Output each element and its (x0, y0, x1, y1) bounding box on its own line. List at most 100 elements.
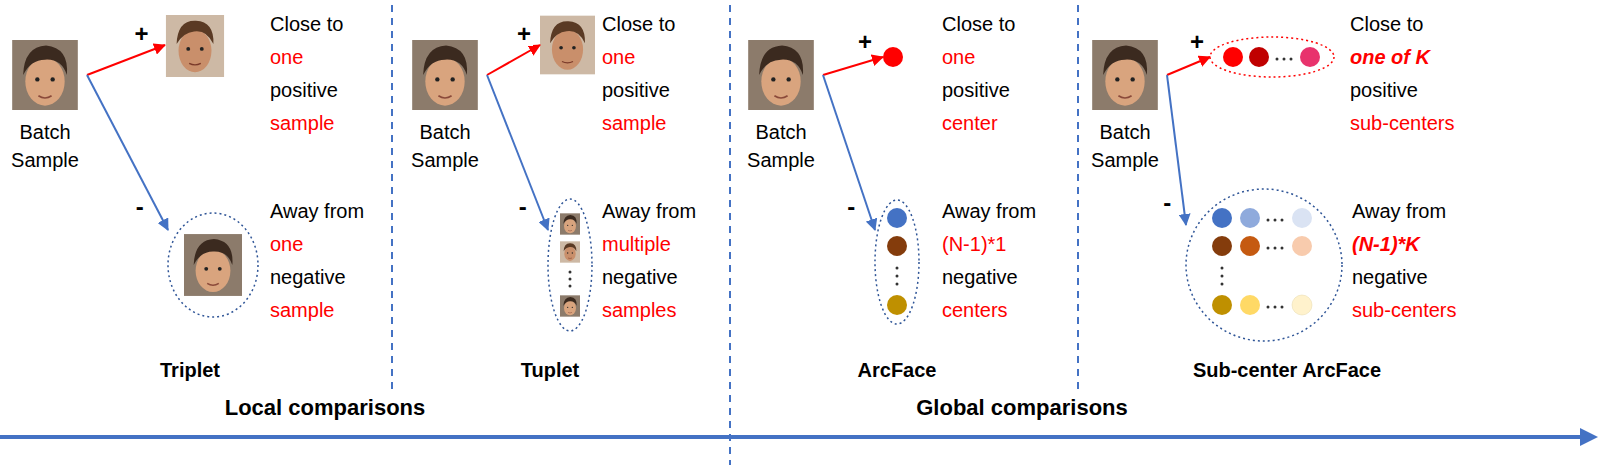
text-stack: Close toone of Kpositivesub-centers (1350, 8, 1455, 140)
sample-label: Batch Sample (1085, 118, 1165, 174)
description-line: Away from (602, 195, 696, 228)
positive-sub-center (1249, 47, 1269, 67)
negative-sub-center (1212, 208, 1232, 228)
ellipsis-dot (1267, 247, 1270, 250)
text-stack: Away from(N-1)*1negativecenters (942, 195, 1036, 327)
description-line: negative (1352, 261, 1457, 294)
negative-center (887, 236, 907, 256)
negative-sub-center (1292, 236, 1312, 256)
positive-sub-center (1223, 47, 1243, 67)
panel-title: Tuplet (521, 359, 580, 382)
description-line: Close to (1350, 8, 1455, 41)
text-stack: Batch Sample (741, 118, 821, 174)
panel-title: Sub-center ArcFace (1193, 359, 1381, 382)
positive-arrow (823, 57, 883, 75)
ellipsis-dot (569, 278, 572, 281)
description-line: sample (270, 294, 364, 327)
positive-arrow (1167, 57, 1210, 75)
description-line: Away from (270, 195, 364, 228)
negative-sub-center (1240, 208, 1260, 228)
negative-group-node: Away fromonenegativesample (168, 195, 367, 327)
axis-arrow (0, 435, 1582, 439)
description-line: sub-centers (1350, 107, 1455, 140)
description-line: negative (602, 261, 696, 294)
plus-sign: + (133, 22, 151, 46)
negative-arrow (87, 75, 168, 230)
ellipsis-dot (569, 271, 572, 274)
ellipsis-dot (896, 283, 899, 286)
negative-group (875, 200, 919, 324)
positive-arrow (487, 45, 540, 75)
batch-sample: Batch Sample (1085, 40, 1167, 174)
ellipsis-dot (1221, 275, 1224, 278)
positive-target: Close toonepositivecenter (883, 8, 1018, 140)
description-line: one (270, 41, 343, 74)
negative-sub-center (1292, 295, 1312, 315)
batch-sample: Batch Sample (741, 40, 823, 174)
panel-divider (729, 5, 731, 465)
text-stack: Away from(N-1)*Knegativesub-centers (1352, 195, 1457, 327)
axis-label: Local comparisons (225, 395, 426, 421)
negative-photo (560, 295, 580, 316)
description-line: positive (270, 74, 343, 107)
ellipsis-dot (1276, 58, 1279, 61)
plus-sign: + (1188, 30, 1206, 54)
description-line: (N-1)*K (1352, 228, 1457, 261)
negative-group-node: Away frommultiplenegativesamples (548, 195, 699, 331)
panel-title: Triplet (160, 359, 220, 382)
text-stack: Batch Sample (405, 118, 485, 174)
description-line: Away from (1352, 195, 1457, 228)
description-line: one (942, 41, 1015, 74)
negative-sub-center (1240, 236, 1260, 256)
text-stack: Batch Sample (5, 118, 85, 174)
positive-photo (540, 16, 595, 75)
description-line: Close to (602, 8, 675, 41)
ellipsis-dot (1221, 283, 1224, 286)
negative-group (168, 213, 258, 317)
ellipsis-dot (896, 275, 899, 278)
batch-photo (1092, 40, 1158, 110)
text-stack: Close toonepositivecenter (942, 8, 1015, 140)
description-line: sub-centers (1352, 294, 1457, 327)
description-line: one (270, 228, 364, 261)
text-stack: Away fromonenegativesample (270, 195, 364, 327)
negative-sub-center (1212, 236, 1232, 256)
description-line: positive (1350, 74, 1455, 107)
description-line: Close to (270, 8, 343, 41)
description-line: sample (270, 107, 343, 140)
negative-group-node: Away from(N-1)*1negativecenters (875, 195, 1039, 327)
ellipsis-dot (1283, 58, 1286, 61)
description-line: (N-1)*1 (942, 228, 1036, 261)
positive-sub-center (1300, 47, 1320, 67)
ellipsis-dot (1267, 306, 1270, 309)
description-line: sample (602, 107, 675, 140)
negative-center (887, 295, 907, 315)
negative-photo (184, 234, 242, 296)
description-line: center (942, 107, 1015, 140)
negative-sub-center (1292, 208, 1312, 228)
ellipsis-dot (1274, 306, 1277, 309)
ellipsis-dot (1281, 219, 1284, 222)
ellipsis-dot (1281, 247, 1284, 250)
description-line: negative (942, 261, 1036, 294)
negative-sub-center (1212, 295, 1232, 315)
minus-sign: - (845, 195, 857, 219)
ellipsis-dot (1274, 219, 1277, 222)
description-line: Away from (942, 195, 1036, 228)
axis-arrowhead (1580, 428, 1598, 446)
negative-sub-center (1240, 295, 1260, 315)
ellipsis-dot (1290, 58, 1293, 61)
description-line: one of K (1350, 41, 1455, 74)
description-line: samples (602, 294, 696, 327)
negative-group (548, 199, 592, 331)
positive-arrow (87, 45, 165, 75)
text-stack: Close toonepositivesample (270, 8, 343, 140)
batch-sample: Batch Sample (405, 40, 487, 174)
plus-sign: + (856, 30, 874, 54)
minus-sign: - (517, 195, 529, 219)
negative-photo (560, 213, 580, 234)
text-stack: Close toonepositivesample (602, 8, 675, 140)
negative-center (887, 208, 907, 228)
positive-target: Close toonepositivesample (165, 8, 346, 140)
